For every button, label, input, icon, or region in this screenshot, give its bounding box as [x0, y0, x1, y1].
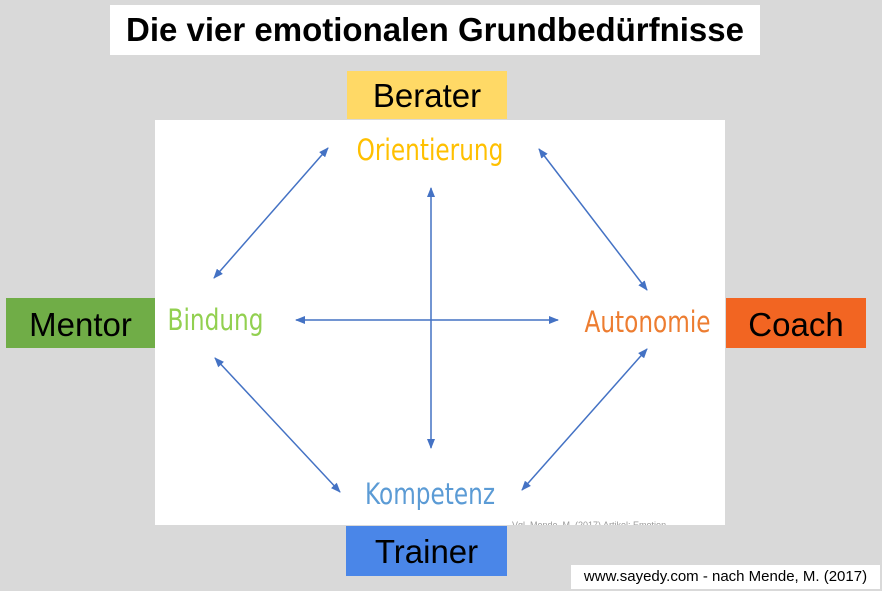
need-kompetenz: Kompetenz	[364, 477, 496, 511]
role-box-trainer: Trainer	[346, 526, 507, 576]
role-box-mentor: Mentor	[6, 298, 155, 348]
need-orientierung: Orientierung	[356, 133, 504, 167]
arrow-orientierung-autonomie	[538, 148, 648, 291]
source-credit: www.sayedy.com - nach Mende, M. (2017)	[571, 565, 880, 589]
arrow-orientierung-bindung	[213, 147, 329, 279]
role-box-berater: Berater	[347, 71, 507, 119]
faint-caption: Vgl. Mende, M. (2017) Artikel: Emotion	[512, 520, 667, 525]
arrow-bindung-kompetenz	[214, 357, 341, 493]
need-bindung: Bindung	[167, 303, 264, 337]
page-title: Die vier emotionalen Grundbedürfnisse	[110, 5, 760, 55]
need-autonomie: Autonomie	[584, 305, 711, 339]
arrow-autonomie-kompetenz	[521, 348, 648, 491]
role-box-coach: Coach	[726, 298, 866, 348]
